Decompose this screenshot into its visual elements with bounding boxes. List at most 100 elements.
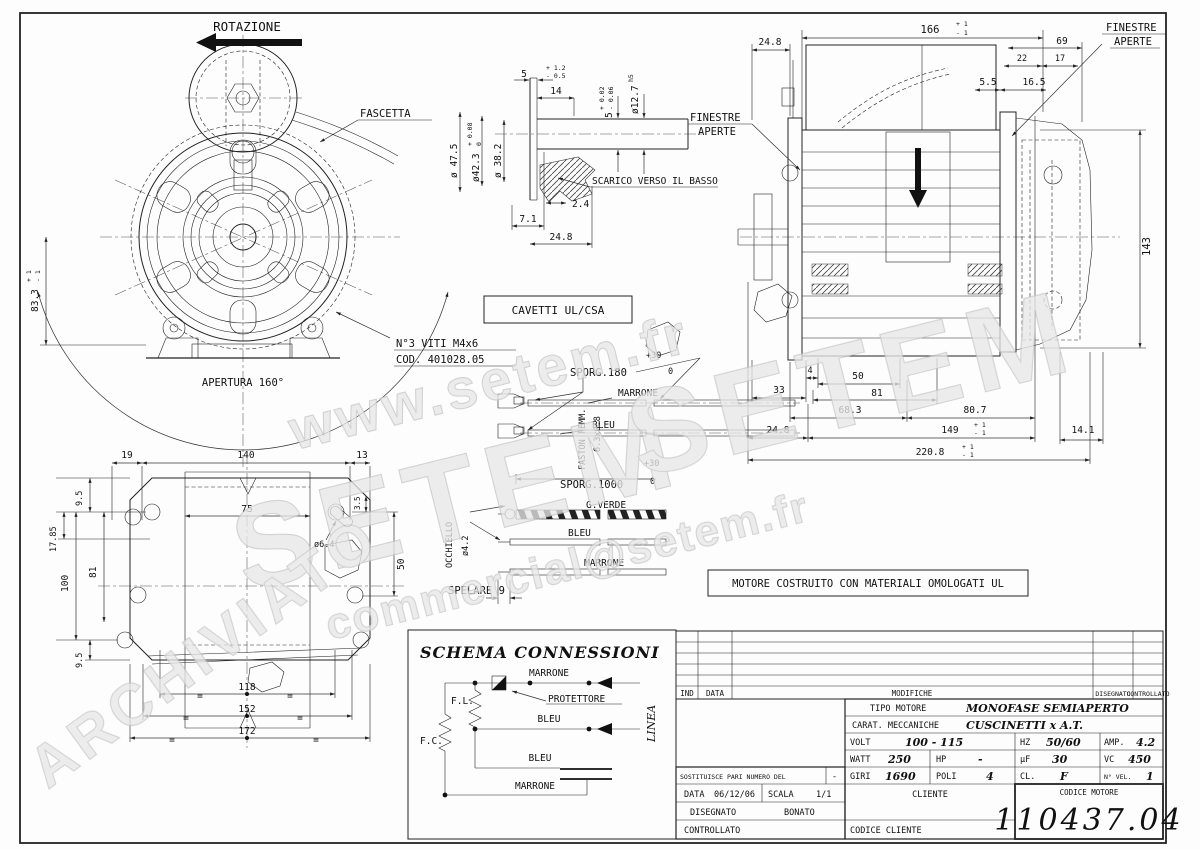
- dim-100: 100: [60, 575, 71, 592]
- dim-17: 17: [1055, 54, 1065, 64]
- dim-d38-2: ø 38.2: [493, 144, 504, 178]
- schema-protettore: PROTETTORE: [548, 694, 605, 705]
- tb-codice-motore-label: CODICE MOTORE: [1060, 788, 1119, 797]
- dim-50-plate: 50: [396, 558, 407, 570]
- eq-mark: =: [313, 735, 319, 746]
- dim-166: 166: [921, 24, 940, 36]
- label-bleu-2: BLEU: [568, 528, 591, 539]
- eq-mark: =: [169, 735, 175, 746]
- tb-amp-value: 4.2: [1136, 736, 1155, 749]
- tb-data-value: 06/12/06: [714, 790, 755, 800]
- tb-giri-value: 1690: [885, 770, 916, 783]
- tb-uf-value: 30: [1052, 753, 1068, 766]
- tb-sost-label: SOSTITUISCE PARI NUMERO DEL: [680, 773, 786, 781]
- revision-cloud: [753, 283, 793, 323]
- dim-24-8: 24.8: [550, 232, 573, 243]
- dim-149-tol-minus: - 1: [974, 429, 986, 437]
- tol-sporg1000-zero: 0: [650, 477, 655, 487]
- label-bleu-1: BLEU: [592, 420, 615, 431]
- dim-5-5: 5.5: [979, 77, 996, 88]
- dim-d42-3-tol-plus: + 0.08: [466, 122, 474, 146]
- dim-166-tol-minus: - 1: [956, 29, 968, 37]
- label-fascetta: FASCETTA: [360, 108, 411, 120]
- dim-5a-tol-minus: - 0.5: [546, 72, 566, 80]
- rotation-arrow-icon: [196, 33, 302, 52]
- eq-mark: =: [287, 691, 293, 702]
- dim-24-8-top: 24.8: [759, 37, 782, 48]
- label-occhiello: OCCHIELLO: [445, 522, 455, 568]
- label-sporg-180: SPORG.180: [570, 367, 627, 379]
- label-ul-note: MOTORE COSTRUITO CON MATERIALI OMOLOGATI…: [732, 578, 1004, 590]
- schema-linea: LINEA: [645, 705, 658, 743]
- tb-nvel-label: N° VEL.: [1104, 773, 1131, 781]
- label-faston-size: 6.3x0.8: [593, 416, 603, 452]
- tb-cl-value: F: [1059, 770, 1069, 783]
- sheet-frame: [19, 12, 1167, 844]
- tol-sporg180-plus: +30: [646, 351, 661, 361]
- dim-83-3: 83.3: [30, 289, 41, 312]
- dim-24-8-bottom: 24.8: [767, 425, 790, 436]
- dim-5b-tol-minus: - 0.06: [607, 86, 615, 110]
- down-arrow-head: [909, 190, 927, 208]
- label-apertura: APERTURA 160°: [202, 377, 284, 389]
- dim-83-3-tol-plus: + 1: [25, 270, 33, 282]
- dim-14: 14: [550, 86, 562, 97]
- eq-mark: =: [197, 691, 203, 702]
- revision-cloud: [247, 661, 285, 693]
- dim-7-1: 7.1: [519, 214, 536, 225]
- schema-marrone-top: MARRONE: [529, 668, 569, 679]
- label-finestre-right-1: FINESTRE: [1106, 22, 1157, 34]
- label-sporg-1000: SPORG.1000: [560, 479, 623, 491]
- ul-note: MOTORE COSTRUITO CON MATERIALI OMOLOGATI…: [707, 569, 1029, 597]
- rev-col-controllato: CONTROLLATO: [1126, 690, 1169, 698]
- label-occhiello-d: ø4.2: [461, 536, 471, 556]
- schema-fc: F.C.: [420, 736, 443, 747]
- dim-17-85: 17.85: [49, 526, 59, 552]
- label-cavetti: CAVETTI UL/CSA: [512, 304, 605, 317]
- plate-view: 19 140 13 9.5 17.85 100 81 9.5 75 ø6.4 3…: [49, 450, 407, 748]
- tb-codice-motore-value: 110437.04: [994, 803, 1183, 838]
- cavetti-note: CAVETTI UL/CSA: [483, 295, 633, 324]
- tb-amp-label: AMP.: [1104, 738, 1124, 748]
- watermark-setem-left: SETEM: [219, 379, 694, 618]
- eq-mark: =: [183, 713, 189, 724]
- schema-bleu-mid: BLEU: [538, 714, 561, 725]
- front-view: APERTURA 160° 83.3 + 1 - 1 ROTAZIONE FAS…: [25, 19, 516, 468]
- tb-scala-value: 1/1: [816, 790, 831, 800]
- dim-118: 118: [238, 682, 255, 693]
- dim-69: 69: [1056, 36, 1068, 47]
- label-finestre-left-2: APERTE: [698, 126, 736, 138]
- rev-col-modifiche: MODIFICHE: [892, 689, 933, 698]
- title-block: TIPO MOTORE MONOFASE SEMIAPERTO CARAT. M…: [675, 698, 1183, 840]
- schema-fl: F.L.: [451, 696, 474, 707]
- dim-81-plate: 81: [88, 566, 99, 578]
- dim-149: 149: [941, 425, 958, 436]
- dim-83-3-tol-minus: - 1: [34, 270, 42, 282]
- label-finestre-left-1: FINESTRE: [690, 112, 741, 124]
- tb-disegnato-value: BONATO: [784, 808, 815, 818]
- schema-connessioni: SCHEMA CONNESSIONI MARRONE PROTETTORE F.…: [407, 629, 677, 840]
- dim-68-3: 68.3: [839, 405, 862, 416]
- label-spelare: SPELARE 9: [448, 585, 505, 597]
- dim-4: 4: [807, 366, 812, 376]
- dim-16-5: 16.5: [1023, 77, 1046, 88]
- schema-title: SCHEMA CONNESSIONI: [420, 643, 660, 662]
- shaft-detail-view: ø 47.5 ø42.3 + 0.08 0 ø 38.2 5 + 1.2 - 0…: [449, 64, 718, 248]
- schema-bleu-low: BLEU: [529, 753, 552, 764]
- tb-vc-label: VC: [1104, 755, 1114, 765]
- dim-13: 13: [356, 450, 367, 461]
- dim-152: 152: [238, 704, 255, 715]
- tb-codice-cliente-label: CODICE CLIENTE: [850, 826, 922, 836]
- dim-d42-3-tol-zero: 0: [475, 142, 483, 146]
- dim-22: 22: [1017, 54, 1027, 64]
- eq-mark: =: [297, 713, 303, 724]
- tol-sporg180-zero: 0: [668, 367, 673, 377]
- dim-d47-5: ø 47.5: [449, 144, 460, 178]
- dim-d12-7-suffix: h5: [627, 74, 635, 82]
- dim-9-5-bottom: 9.5: [75, 653, 85, 668]
- label-scarico: SCARICO VERSO IL BASSO: [592, 176, 718, 187]
- dim-166-tol-plus: + 1: [956, 20, 968, 28]
- dim-d42-3: ø42.3: [471, 153, 482, 182]
- dim-9-5-top: 9.5: [75, 491, 85, 506]
